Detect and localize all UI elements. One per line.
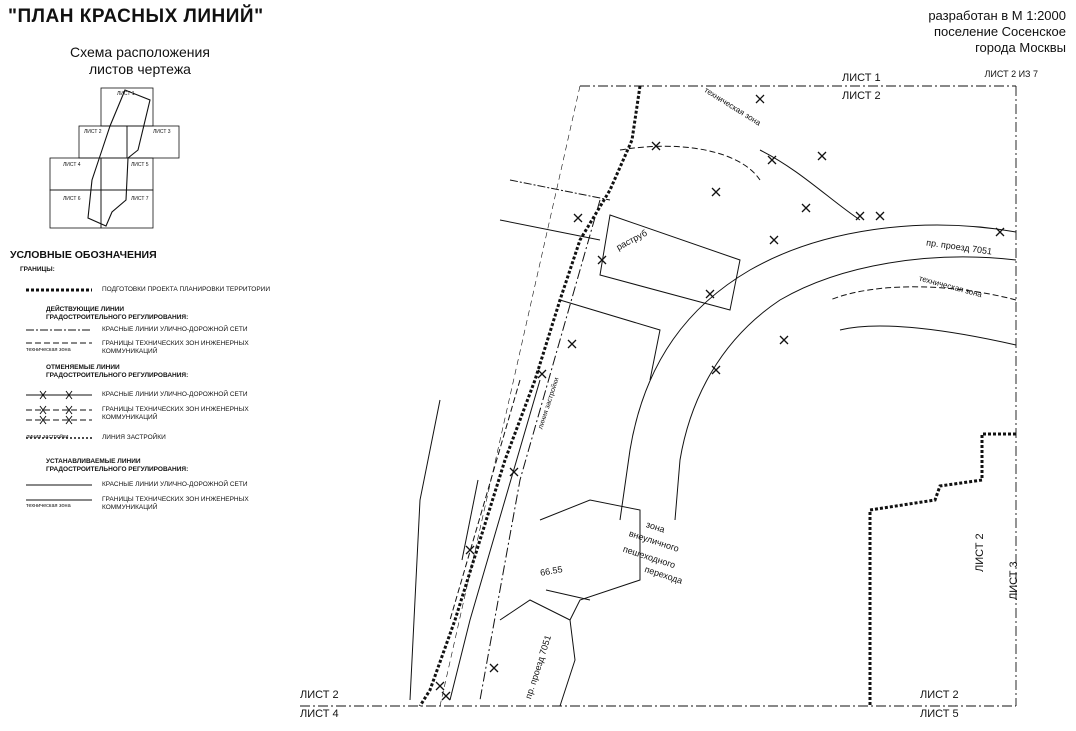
cancelled-marks [435, 94, 1005, 701]
keymap-label-3: ЛИСТ 3 [153, 129, 171, 135]
legend-existing-red-lines: КРАСНЫЕ ЛИНИИ УЛИЧНО-ДОРОЖНОЙ СЕТИ [102, 326, 248, 333]
sheet-layout-title: Схема расположения листов чертежа [30, 44, 250, 78]
legend-existing-tech-1: ГРАНИЦЫ ТЕХНИЧЕСКИХ ЗОН ИНЖЕНЕРНЫХ [102, 340, 249, 347]
red-line-segment-2 [499, 219, 601, 241]
legend-existing-tech-2: КОММУНИКАЦИЙ [102, 348, 158, 355]
legend-new-red-lines: КРАСНЫЕ ЛИНИИ УЛИЧНО-ДОРОЖНОЙ СЕТИ [102, 481, 248, 488]
sheet2-bottom-left-label: ЛИСТ 2 [300, 689, 339, 701]
city-text: города Москвы [975, 40, 1066, 55]
keymap-label-4: ЛИСТ 4 [63, 162, 81, 168]
legend-cross-marks [39, 390, 73, 425]
sheet-layout-title-line1: Схема расположения [70, 44, 210, 60]
legend-new-tech-zone-sample: техническая зона [26, 503, 71, 509]
legend-building-line: ЛИНИЯ ЗАСТРОЙКИ [102, 434, 166, 441]
legend-cancelled-heading-1: ОТМЕНЯЕМЫЕ ЛИНИИ [46, 364, 120, 371]
ramp-line [759, 149, 861, 221]
legend-project-boundary: ПОДГОТОВКИ ПРОЕКТА ПЛАНИРОВКИ ТЕРРИТОРИИ [102, 286, 271, 293]
road-edge-right [839, 325, 1017, 346]
keymap-label-1: ЛИСТ 1 [117, 91, 135, 97]
legend-heading: УСЛОВНЫЕ ОБОЗНАЧЕНИЯ [10, 249, 157, 261]
legend-tech-zone-sample: техническая зона [26, 347, 71, 353]
sheet2-top-label: ЛИСТ 2 [842, 90, 881, 102]
tech-zone-line-top [619, 145, 761, 181]
sheet2-right-label: ЛИСТ 2 [974, 533, 986, 572]
legend-new-heading-1: УСТАНАВЛИВАЕМЫЕ ЛИНИИ [46, 458, 141, 465]
red-line-segment-1 [509, 179, 611, 201]
page-title: "ПЛАН КРАСНЫХ ЛИНИЙ" [8, 6, 264, 27]
legend-cancelled-tech-2: КОММУНИКАЦИЙ [102, 414, 158, 421]
rastrub-polygon [599, 214, 741, 311]
sheet-layout-grid [49, 87, 180, 229]
legend-cancelled-red-lines: КРАСНЫЕ ЛИНИИ УЛИЧНО-ДОРОЖНОЙ СЕТИ [102, 391, 248, 398]
legend-new-tech-2: КОММУНИКАЦИЙ [102, 504, 158, 511]
building-line [479, 199, 601, 701]
lower-road-outline [499, 599, 576, 707]
road-curve-inner [674, 256, 1017, 521]
scale-text: разработан в М 1:2000 [928, 8, 1066, 23]
legend-boundaries-label: ГРАНИЦЫ: [20, 266, 55, 273]
sheet-layout-title-line2: листов чертежа [89, 61, 191, 77]
sheet5-label: ЛИСТ 5 [920, 708, 959, 720]
legend-existing-heading-2: ГРАДОСТРОИТЕЛЬНОГО РЕГУЛИРОВАНИЯ: [46, 314, 189, 321]
left-short-line [461, 479, 479, 561]
width-dimension [545, 589, 591, 601]
keymap-label-5: ЛИСТ 5 [131, 162, 149, 168]
legend-cancelled-heading-2: ГРАДОСТРОИТЕЛЬНОГО РЕГУЛИРОВАНИЯ: [46, 372, 189, 379]
project-boundary [418, 85, 1016, 707]
road-curve-outer [619, 224, 1017, 521]
inner-block-edge [559, 299, 661, 381]
keymap-territory-outline [87, 89, 151, 227]
sheet1-label: ЛИСТ 1 [842, 72, 881, 84]
legend-building-line-sample: линия застройки [26, 434, 69, 440]
legend-new-heading-2: ГРАДОСТРОИТЕЛЬНОГО РЕГУЛИРОВАНИЯ: [46, 466, 189, 473]
scale-info: разработан в М 1:2000 поселение Сосенско… [928, 8, 1066, 56]
settlement-text: поселение Сосенское [934, 24, 1066, 39]
sheet4-label: ЛИСТ 4 [300, 708, 339, 720]
keymap-label-2: ЛИСТ 2 [84, 129, 102, 135]
legend-cancelled-tech-1: ГРАНИЦЫ ТЕХНИЧЕСКИХ ЗОН ИНЖЕНЕРНЫХ [102, 406, 249, 413]
sheet2-bottom-right-label: ЛИСТ 2 [920, 689, 959, 701]
sheet3-label: ЛИСТ 3 [1008, 561, 1020, 600]
sheet-frame [300, 85, 1017, 707]
left-edge-road [409, 399, 441, 701]
legend-symbols [26, 288, 92, 501]
pedestrian-zone-outline [539, 499, 641, 621]
keymap-label-6: ЛИСТ 6 [63, 196, 81, 202]
road-network [409, 145, 1017, 707]
left-tech-line [449, 379, 521, 621]
tech-zone-line-right [829, 286, 1017, 301]
legend-new-tech-1: ГРАНИЦЫ ТЕХНИЧЕСКИХ ЗОН ИНЖЕНЕРНЫХ [102, 496, 249, 503]
keymap-label-7: ЛИСТ 7 [131, 196, 149, 202]
left-inner-line [449, 379, 541, 701]
legend-existing-heading-1: ДЕЙСТВУЮЩИЕ ЛИНИИ [46, 306, 125, 313]
sheet-counter: ЛИСТ 2 ИЗ 7 [984, 69, 1039, 79]
